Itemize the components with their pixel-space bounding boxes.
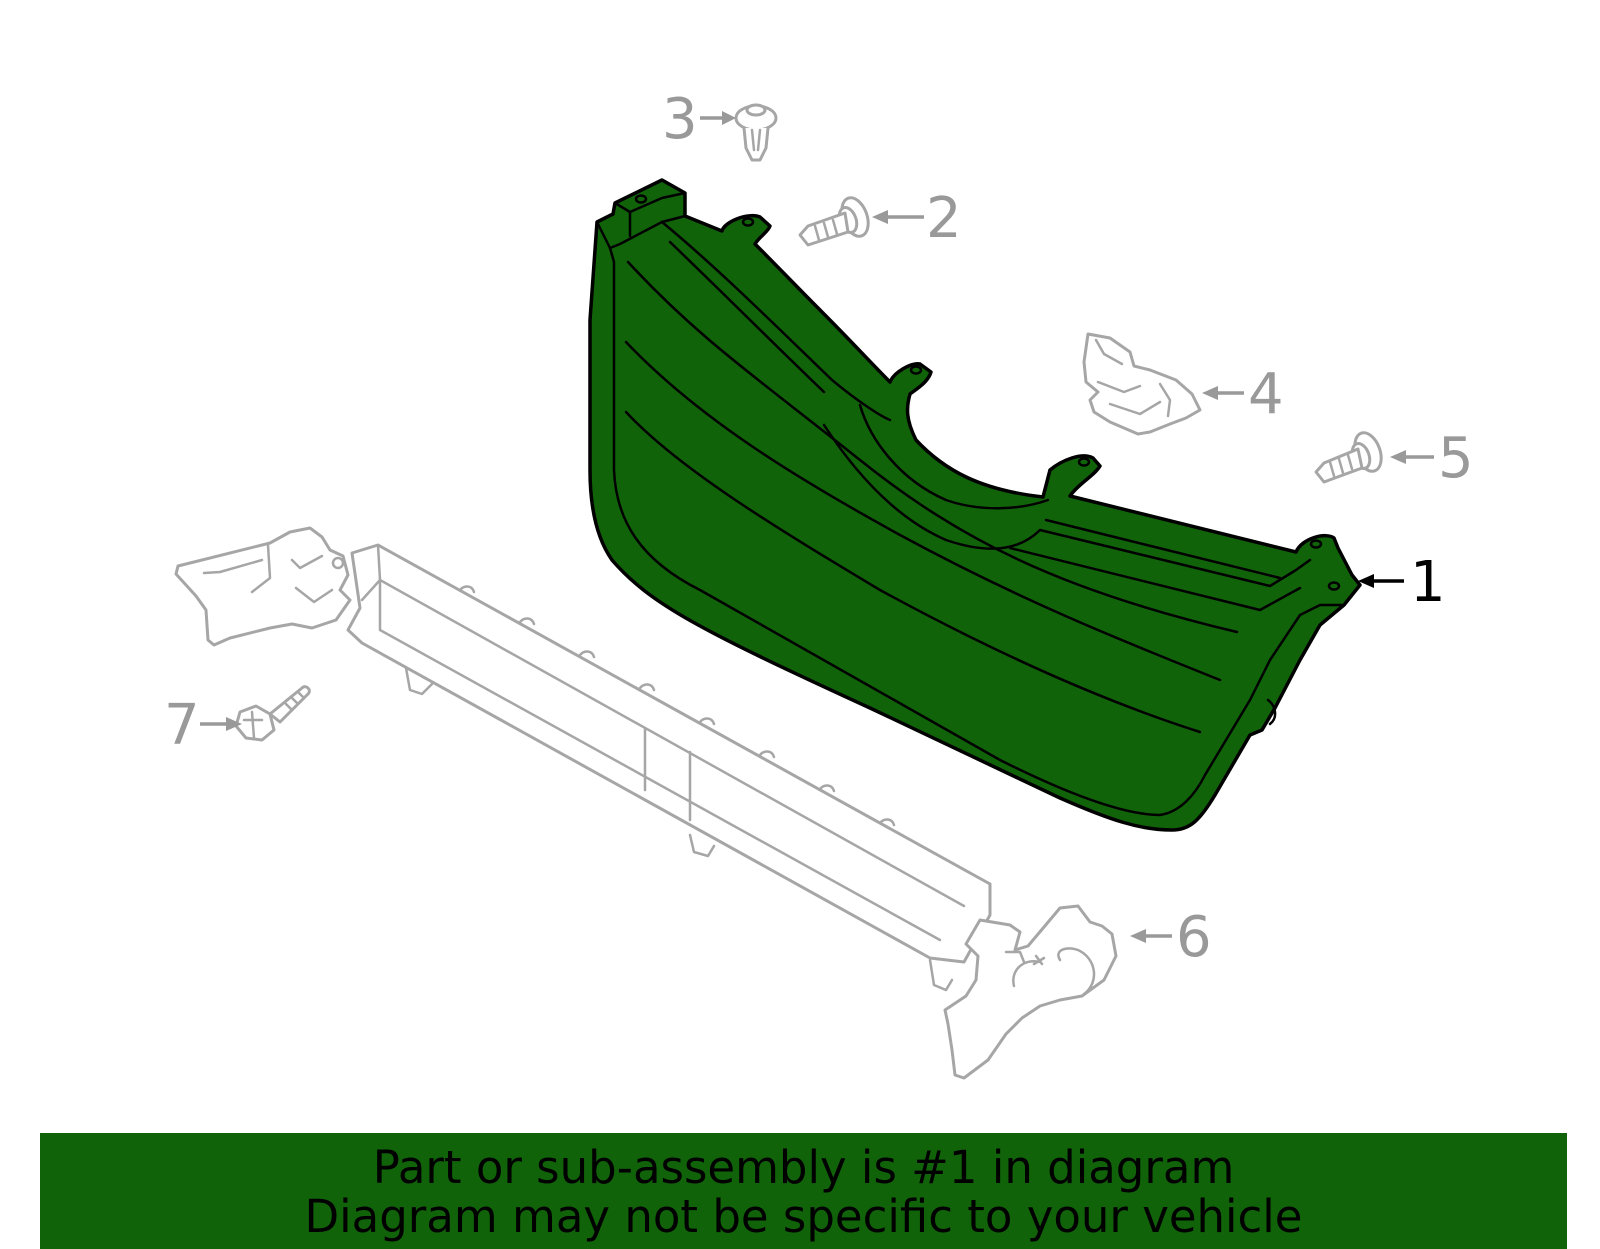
info-banner: Part or sub-assembly is #1 in diagram Di… bbox=[40, 1133, 1567, 1249]
screw-part-5[interactable] bbox=[1314, 429, 1386, 484]
bracket-part[interactable] bbox=[1082, 332, 1202, 436]
clip-part[interactable] bbox=[734, 103, 778, 162]
callout-3[interactable]: 3 bbox=[662, 87, 698, 152]
callout-6[interactable]: 6 bbox=[1176, 905, 1212, 970]
support-bar-part[interactable] bbox=[174, 526, 1118, 1080]
banner-line-2: Diagram may not be specific to your vehi… bbox=[304, 1190, 1303, 1243]
callout-1[interactable]: 1 bbox=[1410, 550, 1446, 615]
callout-5[interactable]: 5 bbox=[1438, 426, 1474, 491]
banner-line-1: Part or sub-assembly is #1 in diagram bbox=[372, 1141, 1235, 1194]
callout-labels: 1 2 3 4 5 6 7 bbox=[164, 87, 1474, 970]
bolt-part[interactable] bbox=[234, 685, 311, 742]
grille-part[interactable] bbox=[588, 178, 1362, 832]
callout-2[interactable]: 2 bbox=[926, 186, 962, 251]
callout-7[interactable]: 7 bbox=[164, 693, 200, 758]
callout-arrows bbox=[200, 111, 1434, 943]
screw-part-2[interactable] bbox=[798, 194, 873, 247]
callout-4[interactable]: 4 bbox=[1248, 362, 1284, 427]
